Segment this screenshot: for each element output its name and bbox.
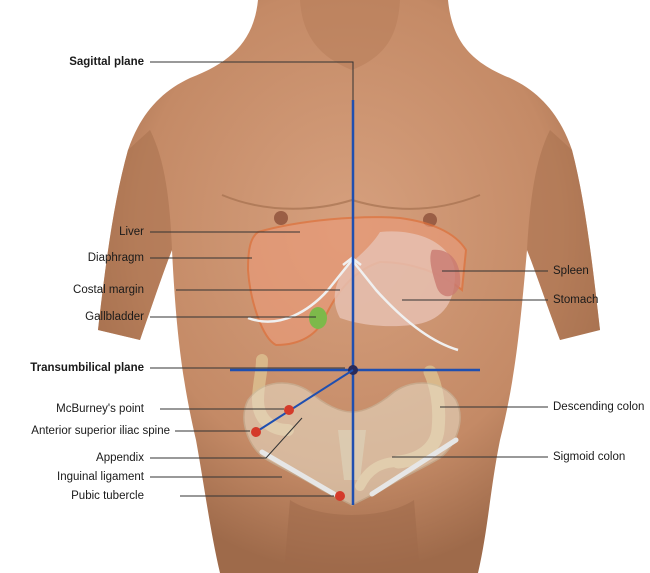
label-asis: Anterior superior iliac spine (31, 425, 170, 437)
label-descending-colon: Descending colon (553, 401, 645, 413)
gallbladder (309, 307, 327, 329)
left-inguinal-ligament (369, 437, 459, 497)
label-costal-margin: Costal margin (73, 284, 144, 296)
label-pubic-tubercle: Pubic tubercle (71, 490, 144, 502)
left-arm-shadow (527, 130, 600, 340)
label-appendix: Appendix (96, 452, 144, 464)
right-arm-shadow (98, 130, 172, 340)
label-liver: Liver (119, 226, 144, 238)
label-sigmoid-colon: Sigmoid colon (553, 451, 626, 463)
right-nipple (274, 211, 288, 225)
leader-lines-left (150, 61, 354, 497)
label-transumbilical-plane: Transumbilical plane (30, 362, 144, 374)
neck-shadow (300, 0, 400, 70)
asis-marker (251, 427, 261, 437)
label-diaphragm: Diaphragm (87, 252, 144, 264)
label-stomach: Stomach (553, 294, 599, 306)
spleen (430, 249, 461, 297)
right-inguinal-ligament (259, 449, 337, 497)
pubic-region (284, 500, 420, 573)
mcburneys-point-marker (284, 405, 294, 415)
label-sagittal-plane: Sagittal plane (69, 56, 144, 68)
label-inguinal-ligament: Inguinal ligament (57, 471, 144, 483)
pubic-tubercle-marker (335, 491, 345, 501)
label-gallbladder: Gallbladder (85, 311, 144, 323)
label-spleen: Spleen (553, 265, 589, 277)
stomach (334, 231, 455, 327)
spinoumbilical-line (255, 369, 354, 433)
leader-lines-right (392, 270, 548, 458)
label-mcburneys-point: McBurney's point (56, 403, 144, 415)
